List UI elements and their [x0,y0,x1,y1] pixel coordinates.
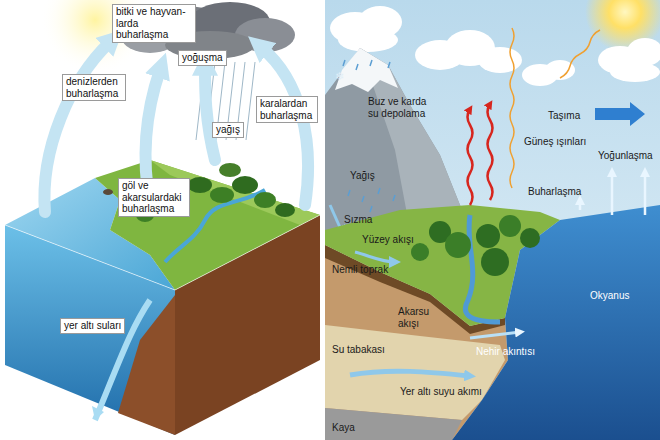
label-box: yoğuşma [178,50,227,66]
trees-part [210,187,234,203]
trees-part [103,189,113,195]
underground-layers-part [325,408,462,440]
label-box: göl ve akarsulardaki buharlaşma [118,178,190,217]
trees-part [232,176,258,194]
transport-arrow [595,102,645,126]
label-box: karalardan buharlaşma [256,96,318,123]
clouds-part [338,28,398,52]
diagram-label: Yağış [350,170,375,182]
diagram-label: Akarsu akışı [398,306,440,329]
left-background-part [0,0,322,440]
diagram-label: Kaya [332,422,355,434]
block-model-part [118,295,175,435]
diagram-label: Taşıma [548,110,580,122]
label-box: denizlerden buharlaşma [62,74,126,101]
diagram-label: Yüzey akışı [362,234,414,246]
rain-drops-part [343,60,345,66]
label-text: göl ve akarsulardaki buharlaşma [122,180,186,215]
trees-part [275,203,295,217]
rain-drops-part [370,206,372,212]
label-text: yağış [216,124,240,136]
trees-right-part [520,228,540,248]
evaporation-up-arrows-part [579,200,582,210]
label-box: bitki ve hayvan- larda buharlaşma [112,4,196,43]
mountain-part [335,48,398,92]
ocean [452,205,660,440]
rain-drops-part [370,60,372,66]
rain-drops-part [378,188,380,194]
block-model-part [92,406,104,420]
sun-rays-part [488,104,493,200]
label-text: denizlerden buharlaşma [66,76,122,99]
trees-right [411,215,540,276]
trees [103,163,295,222]
rain-drops-part [348,190,350,196]
trees-part [254,192,276,208]
block-model-part [5,215,320,290]
label-box: yer altı suları [60,318,125,334]
label-text: bitki ve hayvan- larda buharlaşma [116,6,192,41]
label-text: yer altı suları [64,320,121,332]
clouds-part [478,47,522,73]
evaporation-up-arrows [580,172,645,215]
block-model-part [95,160,320,290]
sun-rays [468,28,601,205]
trees-right-part [411,243,429,261]
transport-arrow-part [595,102,645,126]
evaporation-up-arrows-part [611,172,614,215]
clouds-part [610,62,660,82]
right-background-part [325,0,660,440]
diagram-label: Buharlaşma [528,186,581,198]
label-text: yoğuşma [182,52,223,64]
diagram-label: Sızma [344,214,372,226]
clouds-part [627,38,660,66]
ocean-part [470,332,520,338]
diagram-label: Okyanus [590,290,629,302]
land-part [355,252,395,262]
sun-rays-part [468,109,473,205]
rain-drops-part [362,196,364,202]
underground-layers-part [350,371,470,376]
trees-right-part [481,248,509,276]
diagram-label: Yer altı suyu akımı [400,386,482,398]
diagram-label: Güneş ışınları [524,136,586,148]
diagram-label: Su tabakası [332,344,385,356]
trees-right-part [445,232,471,258]
mountain-part: ❄ [335,70,344,82]
ocean-part [452,205,660,440]
diagram-label: Nemli toprak [332,264,388,276]
trees-part [219,163,241,177]
trees-part [188,177,212,193]
rain-drops-part [393,195,395,201]
right-background [325,0,660,440]
trees-right-part [476,224,500,248]
evaporation-arrows-part [205,68,215,160]
evaporation-arrows-part [44,42,110,212]
evaporation-arrows-part [262,48,308,205]
rain-drops-part [356,64,358,70]
sun-rays-part [510,28,514,188]
label-box: yağış [212,122,244,138]
label-text: karalardan buharlaşma [260,98,314,121]
trees-right-part [499,215,521,237]
sun-rays-part [560,30,600,78]
diagram-label: Buz ve karda su depolama [368,96,438,119]
diagram-label: Yoğunlaşma [598,150,653,162]
rain-drops [343,60,395,212]
diagram-label: Nehir akıntısı [476,346,535,358]
left-background [0,0,322,440]
rain-drops-part [388,62,390,68]
evaporation-up-arrows-part [644,172,647,215]
block-model [5,160,320,435]
rain-lines-part [246,62,255,140]
